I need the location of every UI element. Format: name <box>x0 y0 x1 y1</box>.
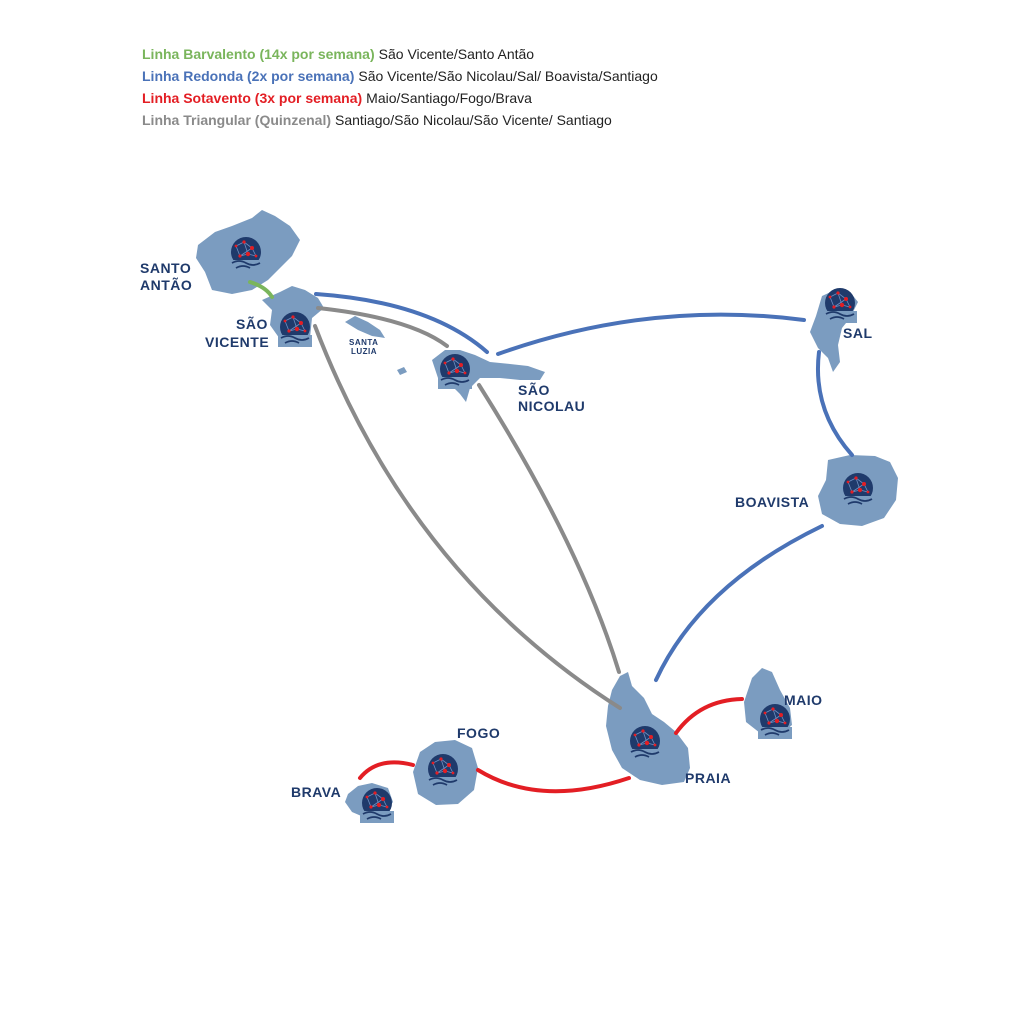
legend-barlavento: Linha Barvalento (14x por semana)São Vic… <box>142 43 658 65</box>
label-sao-nicolau-1: SÃO <box>518 381 550 398</box>
route-redonda-sal-bv <box>816 350 854 457</box>
label-brava: BRAVA <box>291 784 341 800</box>
route-sotavento-brava-fogo <box>358 760 415 780</box>
label-fogo: FOGO <box>457 725 500 741</box>
label-sao-nicolau-2: NICOLAU <box>518 398 585 414</box>
label-sal: SAL <box>843 325 873 341</box>
legend-desc: São Vicente/São Nicolau/Sal/ Boavista/Sa… <box>358 68 658 84</box>
route-redonda-sn-sal <box>496 312 806 356</box>
legend-desc: Maio/Santiago/Fogo/Brava <box>366 90 532 106</box>
legend-name: Linha Triangular (Quinzenal) <box>142 112 332 128</box>
label-santa-luzia-2: LUZIA <box>351 347 377 356</box>
route-redonda-bv-santiago <box>654 524 824 682</box>
route-triangular-sv-santiago <box>313 324 622 710</box>
route-triangular-sv-sn <box>316 306 449 348</box>
route-triangular-sn-santiago <box>477 383 621 674</box>
label-santo-antao-2: ANTÃO <box>140 276 192 293</box>
label-sao-vicente-1: SÃO <box>236 315 268 332</box>
islet <box>397 367 407 375</box>
island-santa-luzia <box>345 316 385 338</box>
legend-desc: Santiago/São Nicolau/São Vicente/ Santia… <box>335 112 612 128</box>
route-legend: Linha Barvalento (14x por semana)São Vic… <box>142 43 658 131</box>
legend-triangular: Linha Triangular (Quinzenal)Santiago/São… <box>142 109 658 131</box>
label-praia: PRAIA <box>685 770 731 786</box>
label-sao-vicente-2: VICENTE <box>205 334 269 350</box>
legend-name: Linha Redonda (2x por semana) <box>142 68 355 84</box>
route-sotavento-fogo-santiago <box>476 768 631 794</box>
label-santo-antao-1: SANTO <box>140 260 191 276</box>
legend-name: Linha Sotavento (3x por semana) <box>142 90 363 106</box>
label-maio: MAIO <box>784 692 823 708</box>
route-barlavento <box>248 280 274 299</box>
route-sotavento-santiago-maio <box>674 697 744 735</box>
legend-redonda: Linha Redonda (2x por semana)São Vicente… <box>142 65 658 87</box>
legend-desc: São Vicente/Santo Antão <box>378 46 535 62</box>
route-redonda-sv-sn <box>314 292 489 354</box>
legend-name: Linha Barvalento (14x por semana) <box>142 46 375 62</box>
legend-sotavento: Linha Sotavento (3x por semana)Maio/Sant… <box>142 87 658 109</box>
label-santa-luzia-1: SANTA <box>349 338 378 347</box>
label-boavista: BOAVISTA <box>735 494 809 510</box>
